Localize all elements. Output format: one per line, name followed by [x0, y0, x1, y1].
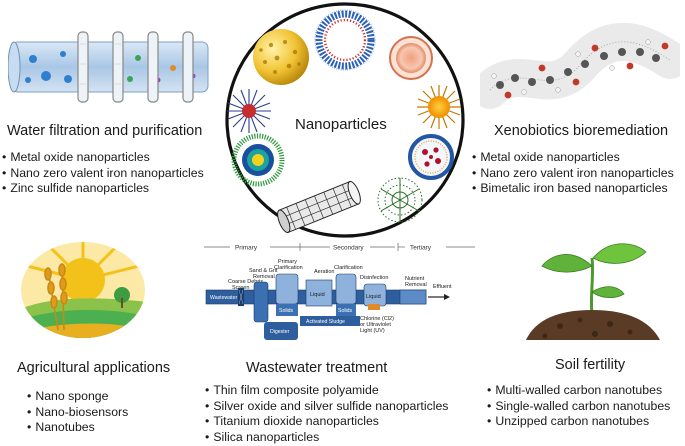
- nanoparticles-circle: [225, 2, 465, 238]
- dendrimer-tree-icon: [377, 177, 423, 223]
- xeno-title: Xenobiotics bioremediation: [494, 123, 669, 139]
- sand-grit-label: Sand & Grit: [249, 268, 278, 274]
- soil-title: Soil fertility: [555, 357, 626, 373]
- list-item: Thin film composite polyamide: [205, 383, 448, 399]
- water-title: Water filtration and purification: [7, 123, 203, 139]
- list-item: Bimetalic iron based nanoparticles: [472, 181, 674, 197]
- water-filter-icon: [8, 31, 209, 103]
- center-label: Nanoparticles: [295, 116, 387, 133]
- coarse-screen-label: Coarse Debris: [228, 279, 263, 285]
- wastewater-label: Wastewater: [210, 295, 237, 301]
- stage-tertiary: Tertiary: [410, 245, 432, 252]
- list-item: Nanotubes: [27, 420, 128, 436]
- wastewater-diagram: Primary Secondary Tertiary Coarse Debris…: [204, 243, 475, 340]
- dendrimer-spiky-icon: [417, 85, 461, 129]
- chlorine-label: Chlorine (Cl2): [360, 316, 394, 322]
- chlorine-label-3: Light (UV): [360, 328, 385, 334]
- sand-grit-label-2: Removal: [253, 274, 275, 280]
- list-item: Multi-walled carbon nanotubes: [487, 383, 670, 399]
- list-item: Zinc sulfide nanoparticles: [2, 181, 204, 197]
- disinfection-label: Disinfection: [360, 275, 388, 281]
- stage-secondary: Secondary: [333, 245, 364, 252]
- polymer-micelle-icon: [227, 89, 271, 133]
- wastewater-list: Thin film composite polyamide Silver oxi…: [205, 383, 448, 445]
- polymer-nanocapsule-icon: [389, 36, 433, 80]
- wastewater-title: Wastewater treatment: [246, 360, 388, 376]
- primary-clar-label: Primary: [278, 259, 297, 265]
- liquid-label-2: Liquid: [366, 294, 381, 300]
- xeno-list: Metal oxide nanoparticles Nano zero vale…: [472, 150, 674, 197]
- chlorine-label-2: or Ultraviolet: [360, 322, 391, 328]
- aeration-label: Aeration: [314, 269, 335, 275]
- list-item: Silica nanoparticles: [205, 430, 448, 446]
- effluent-label: Effluent: [433, 284, 452, 290]
- list-item: Titanium dioxide nanoparticles: [205, 414, 448, 430]
- nutrient-label: Nutrient: [405, 276, 425, 282]
- list-item: Silver oxide and silver sulfide nanopart…: [205, 399, 448, 415]
- soil-list: Multi-walled carbon nanotubes Single-wal…: [487, 383, 670, 430]
- list-item: Unzipped carbon nanotubes: [487, 414, 670, 430]
- quantum-dot-micelle-icon: [231, 133, 285, 187]
- agri-list: Nano sponge Nano-biosensors Nanotubes: [27, 389, 128, 436]
- list-item: Metal oxide nanoparticles: [472, 150, 674, 166]
- primary-clar-label-2: Clarification: [274, 265, 303, 271]
- agriculture-icon: [21, 242, 145, 338]
- stage-primary: Primary: [235, 245, 258, 252]
- seedling-icon: [526, 243, 660, 340]
- list-item: Nano zero valent iron nanoparticles: [2, 166, 203, 182]
- liquid-label: Liquid: [310, 292, 325, 298]
- list-item: Nano-biosensors: [27, 405, 128, 421]
- agri-title: Agricultural applications: [17, 360, 171, 376]
- water-list: Metal oxide nanoparticles Nano zero vale…: [2, 150, 204, 197]
- list-item: Nano zero valent iron nanoparticles: [472, 166, 673, 182]
- liposome-drug-carrier-icon: [408, 134, 454, 180]
- list-item: Single-walled carbon nanotubes: [487, 399, 670, 415]
- carbon-nanotube-icon: [277, 180, 361, 234]
- solids-label: Solids: [279, 308, 294, 314]
- gold-nanosphere-icon: [253, 29, 309, 85]
- activated-sludge-label: Activated Sludge: [306, 319, 345, 325]
- list-item: Metal oxide nanoparticles: [2, 150, 204, 166]
- list-item: Nano sponge: [27, 389, 128, 405]
- digester-label: Digester: [270, 329, 290, 335]
- liposome-micelle-icon: [314, 9, 376, 71]
- solids-label-2: Solids: [338, 308, 353, 314]
- molecule-icon: [480, 22, 680, 109]
- clarification-label: Clarification: [334, 265, 363, 271]
- nutrient-label-2: Removal: [405, 282, 427, 288]
